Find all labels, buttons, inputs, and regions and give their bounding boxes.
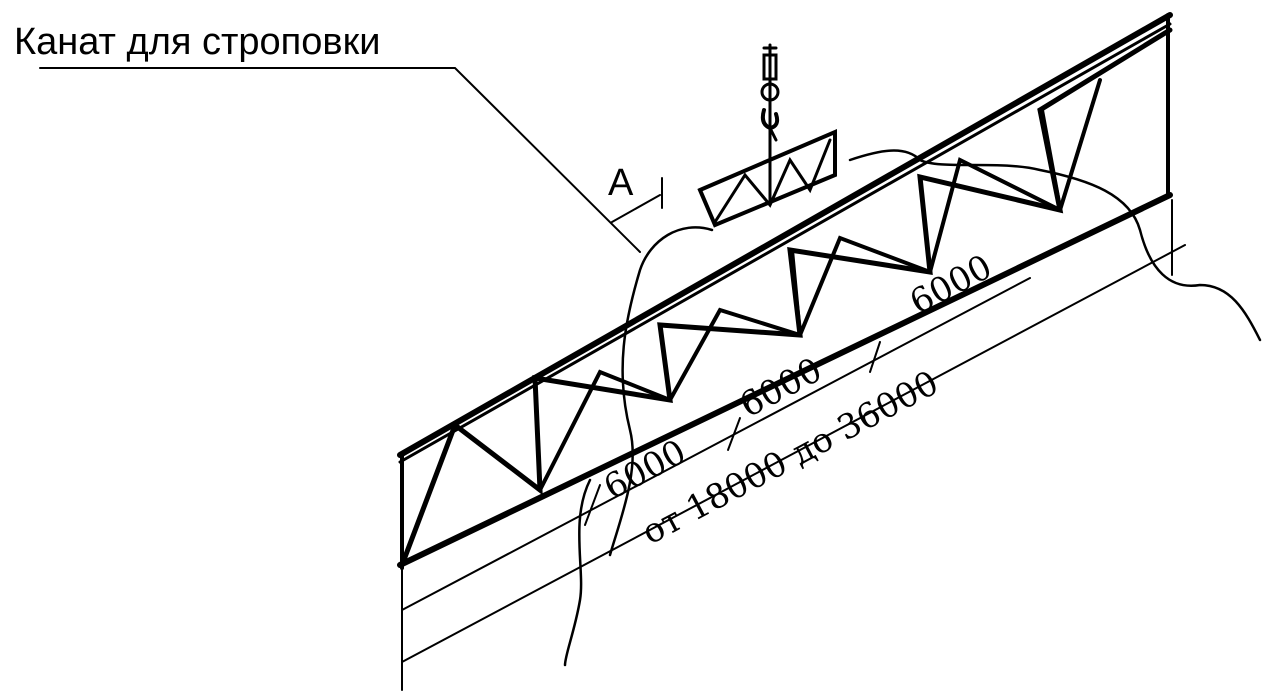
section-arrow-icon — [611, 194, 661, 223]
bottom-chord — [397, 192, 1173, 568]
truss — [397, 12, 1173, 570]
crane-hook-icon — [760, 46, 780, 142]
sling-rope-label: Канат для строповки — [14, 21, 380, 63]
sling-rope — [563, 149, 1262, 667]
section-mark-a: А — [608, 162, 634, 204]
top-chord — [397, 12, 1173, 458]
panel-dimension-2: 6000 — [733, 350, 828, 426]
panel-dimension-3: 6000 — [903, 247, 998, 323]
truss-web — [399, 27, 1173, 568]
lifting-traverse — [697, 43, 837, 228]
label-leader-line — [39, 67, 641, 253]
dimension-lines — [401, 199, 1186, 691]
